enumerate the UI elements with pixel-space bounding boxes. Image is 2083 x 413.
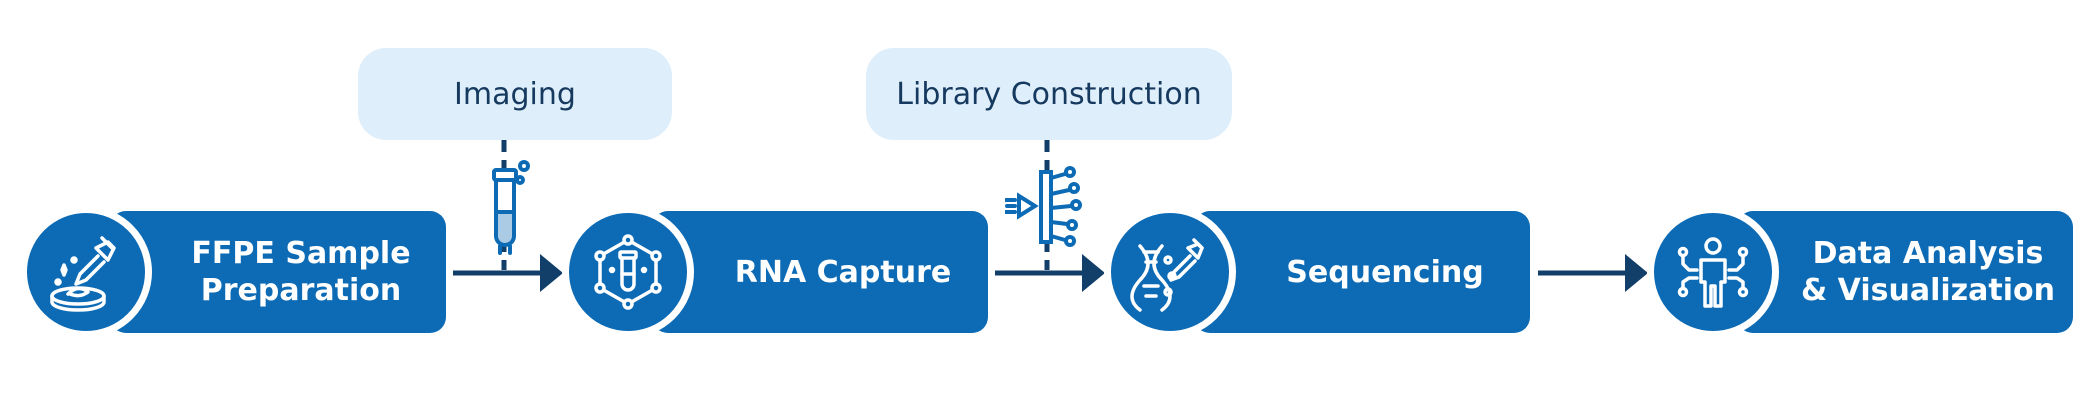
- step-ffpe-sample-preparation: FFPE Sample Preparation: [110, 211, 446, 333]
- step-sequencing: Sequencing: [1194, 211, 1530, 333]
- step-4-line-2: & Visualization: [1801, 273, 2055, 308]
- test-tube-network-icon: [594, 234, 662, 310]
- step-data-analysis-visualization: Data Analysis & Visualization: [1737, 211, 2073, 333]
- step-1-line-1: FFPE Sample: [191, 236, 411, 271]
- library-construction-icon: [1005, 166, 1082, 247]
- imaging-label: Imaging: [454, 76, 576, 112]
- step-4-icon-circle: [1647, 206, 1779, 338]
- arrow-head-2: [1082, 254, 1105, 292]
- step-3-icon-circle: [1104, 206, 1236, 338]
- library-construction-callout: Library Construction: [866, 48, 1232, 140]
- person-network-icon: [1677, 237, 1749, 308]
- dna-pipette-icon: [1130, 238, 1204, 312]
- imaging-callout: Imaging: [358, 48, 672, 140]
- step-rna-capture: RNA Capture: [652, 211, 988, 333]
- step-1-icon-circle: [20, 206, 152, 338]
- step-1-line-2: Preparation: [200, 273, 402, 308]
- arrow-head-3: [1625, 254, 1648, 292]
- step-3-line-1: Sequencing: [1286, 254, 1484, 290]
- pipette-dish-icon: [50, 236, 116, 312]
- step-4-line-1: Data Analysis: [1812, 236, 2044, 271]
- library-construction-label: Library Construction: [896, 76, 1202, 112]
- step-2-icon-circle: [562, 206, 694, 338]
- arrow-head-1: [540, 254, 563, 292]
- test-tube-icon: [492, 160, 530, 255]
- step-2-line-1: RNA Capture: [734, 254, 952, 290]
